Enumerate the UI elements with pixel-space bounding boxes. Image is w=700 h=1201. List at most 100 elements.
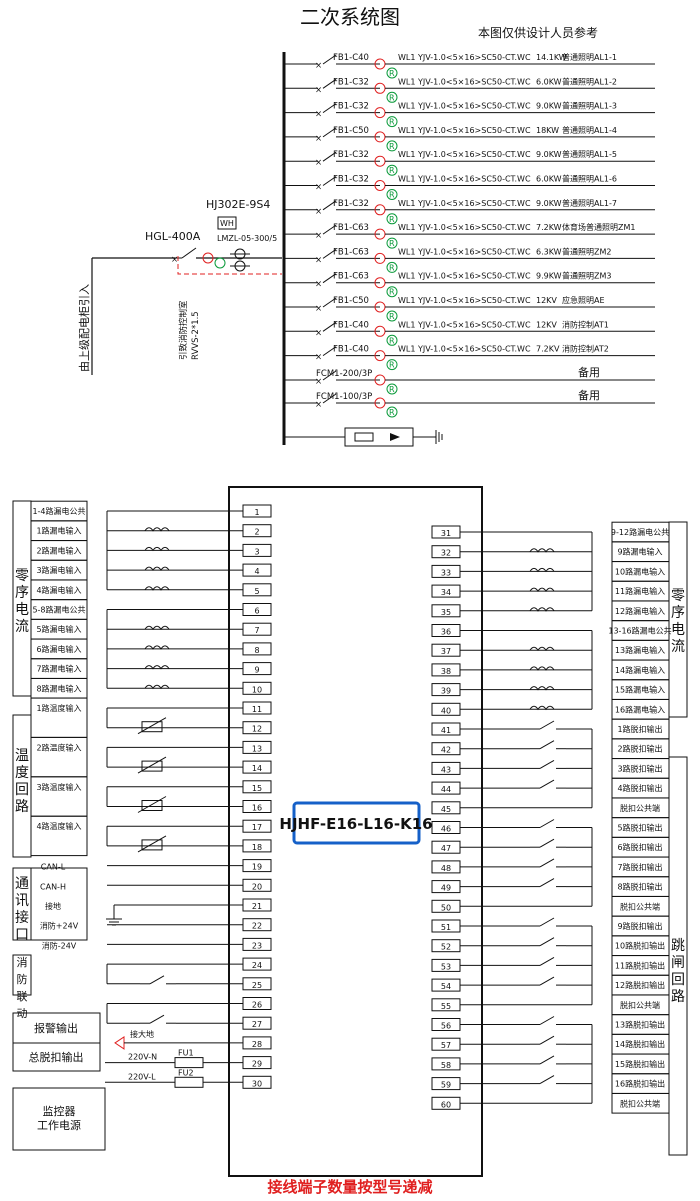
breaker-label: FB1-C63 [333,247,369,257]
load-name: 普通照明AL1-7 [562,198,617,208]
svg-text:8: 8 [254,646,259,655]
trip-label: 脱扣公共端 [620,1000,660,1010]
ct-coil-icon [529,666,555,671]
terminal-52: 52 [431,939,461,953]
rcd-label: R [389,69,395,78]
n-label: 220V-N [128,1053,157,1062]
zero-seq-left-group: 零序电流1-4路漏电公共1路漏电输入2路漏电输入3路漏电输入4路漏电输入5-8路… [12,500,243,699]
zero-seq-right-group: 零序电流9-12路漏电公共9路漏电输入10路漏电输入11路漏电输入12路漏电输入… [460,521,688,720]
svg-text:56: 56 [441,1022,451,1031]
breaker-cross-icon: × [315,110,322,120]
breaker-label: FB1-C40 [333,345,369,355]
load-power: 9.0KW [536,102,562,111]
wl-label: WL1 [398,175,415,184]
svg-text:10: 10 [252,685,262,694]
trip-label: 12路脱扣输出 [615,980,665,990]
terminal-53: 53 [431,958,461,972]
breaker-cross-icon: × [315,280,322,290]
input-label: 13-16路漏电公共 [608,626,671,636]
terminal-29: 29 [242,1056,272,1070]
input-label: 16路漏电输入 [615,704,665,714]
breaker-cross-icon: × [315,328,322,338]
ct-coil-icon [144,684,170,690]
svg-text:25: 25 [252,981,262,990]
group-label: 流 [15,619,29,635]
terminal-31: 31 [431,525,461,539]
rcd-label: R [389,239,395,248]
terminal-50: 50 [431,899,461,913]
svg-text:60: 60 [441,1100,451,1109]
alarm-output-label: 报警输出 [34,1021,78,1035]
input-label: 9路漏电输入 [617,547,662,557]
reference-note: 本图仅供设计人员参考 [478,25,598,40]
input-label: 14路漏电输入 [615,665,665,675]
power-block-label: 工作电源 [37,1118,81,1132]
l-label: 220V-L [128,1072,156,1081]
ct-coil-icon [529,587,555,593]
terminal-30: 30 [242,1075,272,1089]
load-power: 7.2KV [536,345,560,354]
ct-coil-icon [529,705,555,711]
breaker-label: FB1-C32 [333,199,369,209]
svg-text:3: 3 [254,547,259,556]
rcd-icon [386,140,398,152]
terminal-35: 35 [431,604,461,618]
rcd-icon [386,261,398,273]
input-label: 7路漏电输入 [36,664,81,674]
wl-label: WL1 [398,150,415,159]
terminal-60: 60 [431,1096,461,1110]
group-label: 防 [17,972,28,986]
breaker-cross-icon: × [315,353,322,363]
terminal-6: 6 [242,603,272,616]
load-name: 普通照明ZM2 [562,246,611,256]
svg-text:R: R [389,385,395,394]
terminal-27: 27 [242,1016,272,1030]
breaker-label: FB1-C32 [333,77,369,87]
svg-text:54: 54 [441,982,451,991]
load-power: 12KV [536,296,557,305]
svg-text:×: × [315,377,322,387]
group-label: 讯 [15,893,29,909]
rcd-icon [386,383,398,395]
input-label: 2路漏电输入 [36,545,81,555]
wh-meter-box [217,216,237,230]
svg-text:35: 35 [441,608,451,617]
temp-input-label: 1路温度输入 [36,703,81,713]
cable-spec: YJV-1.0<5×16>SC50-CT.WC [417,150,531,159]
load-name: 体育场普通照明ZM1 [562,222,635,232]
svg-text:13: 13 [252,744,262,753]
wl-label: WL1 [398,77,415,86]
load-name: 普通照明ZM3 [562,271,611,281]
rcd-icon [386,406,398,418]
power-block-label: 监控器 [43,1104,76,1118]
breaker-cross-icon: × [315,158,322,168]
cable-spec: YJV-1.0<5×16>SC50-CT.WC [417,102,531,111]
cable-spec: YJV-1.0<5×16>SC50-CT.WC [417,175,531,184]
load-name: 消防控制AT1 [562,319,609,329]
terminal-4: 4 [242,563,272,577]
input-label: 5路漏电输入 [36,624,81,634]
rcd-icon [386,67,398,79]
load-name: 普通照明AL1-3 [562,101,617,111]
load-name: 普通照明AL1-4 [562,125,617,135]
breaker-cross-icon: × [315,183,322,193]
group-label: 电 [671,622,685,638]
rcd-icon [386,213,398,225]
main-rcd-icon [214,257,226,269]
terminal-22: 22 [242,918,272,932]
svg-text:19: 19 [252,863,262,872]
trip-label: 14路脱扣输出 [615,1039,665,1049]
rcd-label: R [389,361,395,370]
rcd-label: R [389,118,395,127]
wl-label: WL1 [398,272,415,281]
group-label: 度 [15,765,29,781]
earth-label: 接大地 [130,1029,154,1039]
input-label: 1-4路漏电公共 [32,506,85,516]
load-power: 12KV [536,320,557,329]
input-label: 12路漏电输入 [615,606,665,616]
